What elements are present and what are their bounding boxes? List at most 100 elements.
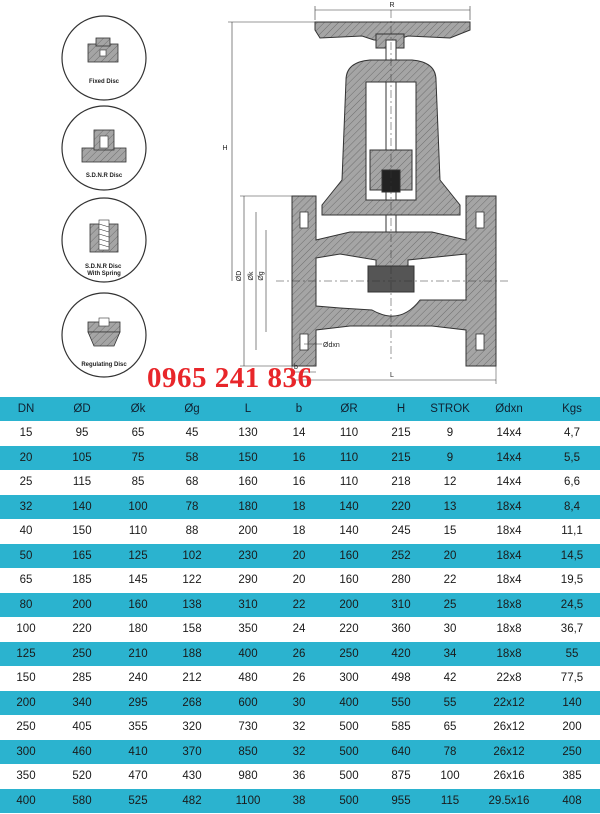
table-cell: 14x4 bbox=[474, 421, 544, 446]
table-cell: 24 bbox=[276, 617, 322, 642]
table-cell: 18x4 bbox=[474, 568, 544, 593]
table-cell: 32 bbox=[0, 494, 52, 520]
dim-label-Ok: Øk bbox=[248, 271, 255, 280]
table-cell: 18x4 bbox=[474, 543, 544, 569]
table-cell: 268 bbox=[164, 690, 220, 716]
header-DN: DN bbox=[0, 397, 52, 422]
table-cell: 32 bbox=[276, 715, 322, 740]
table-cell: 165 bbox=[52, 543, 112, 569]
table-cell: 400 bbox=[322, 690, 376, 716]
disc-fixed: Fixed Disc bbox=[61, 15, 147, 101]
table-cell: 100 bbox=[112, 494, 164, 520]
table-cell: 285 bbox=[52, 666, 112, 691]
table-cell: 105 bbox=[52, 445, 112, 471]
table-cell: 220 bbox=[322, 617, 376, 642]
table-cell: 730 bbox=[220, 715, 276, 740]
table-cell: 355 bbox=[112, 715, 164, 740]
table-cell: 145 bbox=[112, 568, 164, 593]
disc-label-sdnr: S.D.N.R Disc bbox=[86, 173, 123, 179]
table-cell: 9 bbox=[426, 421, 474, 446]
table-cell: 125 bbox=[112, 543, 164, 569]
table-cell: 210 bbox=[112, 641, 164, 667]
table-cell: 85 bbox=[112, 470, 164, 495]
table-cell: 22x8 bbox=[474, 666, 544, 691]
table-cell: 290 bbox=[220, 568, 276, 593]
table-cell: 220 bbox=[376, 494, 426, 520]
table-cell: 250 bbox=[544, 739, 600, 765]
table-cell: 20 bbox=[276, 543, 322, 569]
table-cell: 14x4 bbox=[474, 470, 544, 495]
table-cell: 110 bbox=[322, 470, 376, 495]
table-cell: 420 bbox=[376, 641, 426, 667]
table-cell: 65 bbox=[112, 421, 164, 446]
table-cell: 65 bbox=[0, 568, 52, 593]
table-cell: 1100 bbox=[220, 788, 276, 814]
table-cell: 138 bbox=[164, 592, 220, 618]
table-cell: 130 bbox=[220, 421, 276, 446]
table-cell: 310 bbox=[376, 592, 426, 618]
header-H: H bbox=[376, 397, 426, 422]
table-cell: 125 bbox=[0, 641, 52, 667]
table-cell: 640 bbox=[376, 739, 426, 765]
table-cell: 218 bbox=[376, 470, 426, 495]
table-cell: 955 bbox=[376, 788, 426, 814]
table-cell: 350 bbox=[220, 617, 276, 642]
table-cell: 150 bbox=[52, 519, 112, 544]
table-cell: 600 bbox=[220, 690, 276, 716]
table-cell: 18 bbox=[276, 519, 322, 544]
table-cell: 122 bbox=[164, 568, 220, 593]
table-cell: 200 bbox=[322, 592, 376, 618]
table-cell: 12 bbox=[426, 470, 474, 495]
table-cell: 360 bbox=[376, 617, 426, 642]
table-cell: 9 bbox=[426, 445, 474, 471]
table-cell: 80 bbox=[0, 592, 52, 618]
table-cell: 230 bbox=[220, 543, 276, 569]
table-cell: 38 bbox=[276, 788, 322, 814]
table-cell: 185 bbox=[52, 568, 112, 593]
dim-label-dxn: Ødxn bbox=[323, 342, 340, 349]
table-cell: 25 bbox=[0, 470, 52, 495]
table-cell: 500 bbox=[322, 788, 376, 814]
table-cell: 20 bbox=[276, 568, 322, 593]
table-cell: 32 bbox=[276, 739, 322, 765]
table-cell: 215 bbox=[376, 421, 426, 446]
table-cell: 400 bbox=[220, 641, 276, 667]
table-cell: 158 bbox=[164, 617, 220, 642]
regulating-disc-icon bbox=[87, 317, 121, 347]
table-cell: 405 bbox=[52, 715, 112, 740]
table-cell: 102 bbox=[164, 543, 220, 569]
header-Odxn: Ødxn bbox=[474, 397, 544, 422]
table-cell: 252 bbox=[376, 543, 426, 569]
table-cell: 215 bbox=[376, 445, 426, 471]
table-cell: 400 bbox=[0, 788, 52, 814]
table-cell: 200 bbox=[52, 592, 112, 618]
table-cell: 75 bbox=[112, 445, 164, 471]
table-cell: 55 bbox=[544, 641, 600, 667]
disc-sdnr: S.D.N.R Disc bbox=[61, 105, 147, 191]
header-Og: Øg bbox=[164, 397, 220, 422]
valve-cross-section bbox=[276, 10, 510, 367]
table-cell: 140 bbox=[544, 690, 600, 716]
table-cell: 20 bbox=[0, 445, 52, 471]
table-cell: 16 bbox=[276, 445, 322, 471]
table-cell: 340 bbox=[52, 690, 112, 716]
table-cell: 188 bbox=[164, 641, 220, 667]
table-cell: 180 bbox=[112, 617, 164, 642]
fixed-disc-icon bbox=[87, 37, 119, 63]
table-cell: 115 bbox=[426, 788, 474, 814]
table-cell: 160 bbox=[322, 568, 376, 593]
table-cell: 77,5 bbox=[544, 666, 600, 691]
table-cell: 4,7 bbox=[544, 421, 600, 446]
table-cell: 250 bbox=[52, 641, 112, 667]
bonnet bbox=[321, 59, 461, 216]
table-cell: 498 bbox=[376, 666, 426, 691]
table-cell: 370 bbox=[164, 739, 220, 765]
table-cell: 13 bbox=[426, 494, 474, 520]
header-Ok: Øk bbox=[112, 397, 164, 422]
